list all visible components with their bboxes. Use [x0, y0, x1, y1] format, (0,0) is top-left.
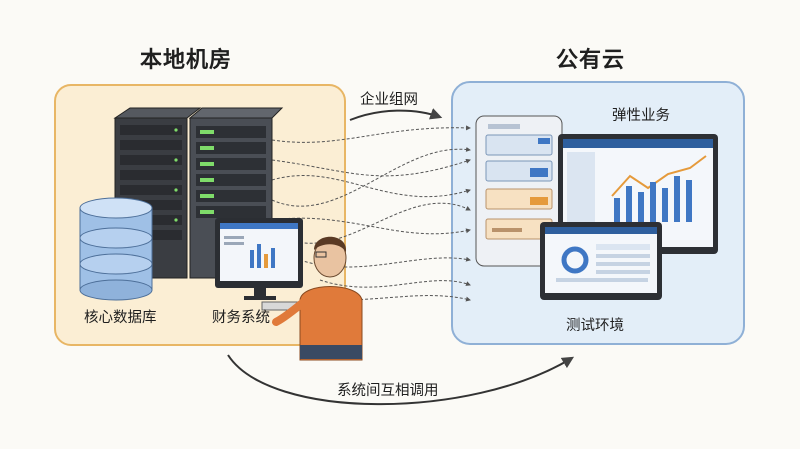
network-arrow: [350, 111, 440, 120]
interop-label: 系统间互相调用: [337, 379, 439, 400]
finance-label: 财务系统: [212, 306, 270, 327]
database-label: 核心数据库: [84, 306, 157, 327]
on-prem-title: 本地机房: [140, 42, 232, 74]
cloud-title: 公有云: [556, 42, 625, 74]
elastic-label: 弹性业务: [612, 104, 670, 125]
network-label: 企业组网: [360, 88, 418, 109]
test-env-monitor: [540, 222, 662, 300]
test-env-label: 测试环境: [566, 314, 624, 335]
database-icon: [80, 198, 152, 300]
